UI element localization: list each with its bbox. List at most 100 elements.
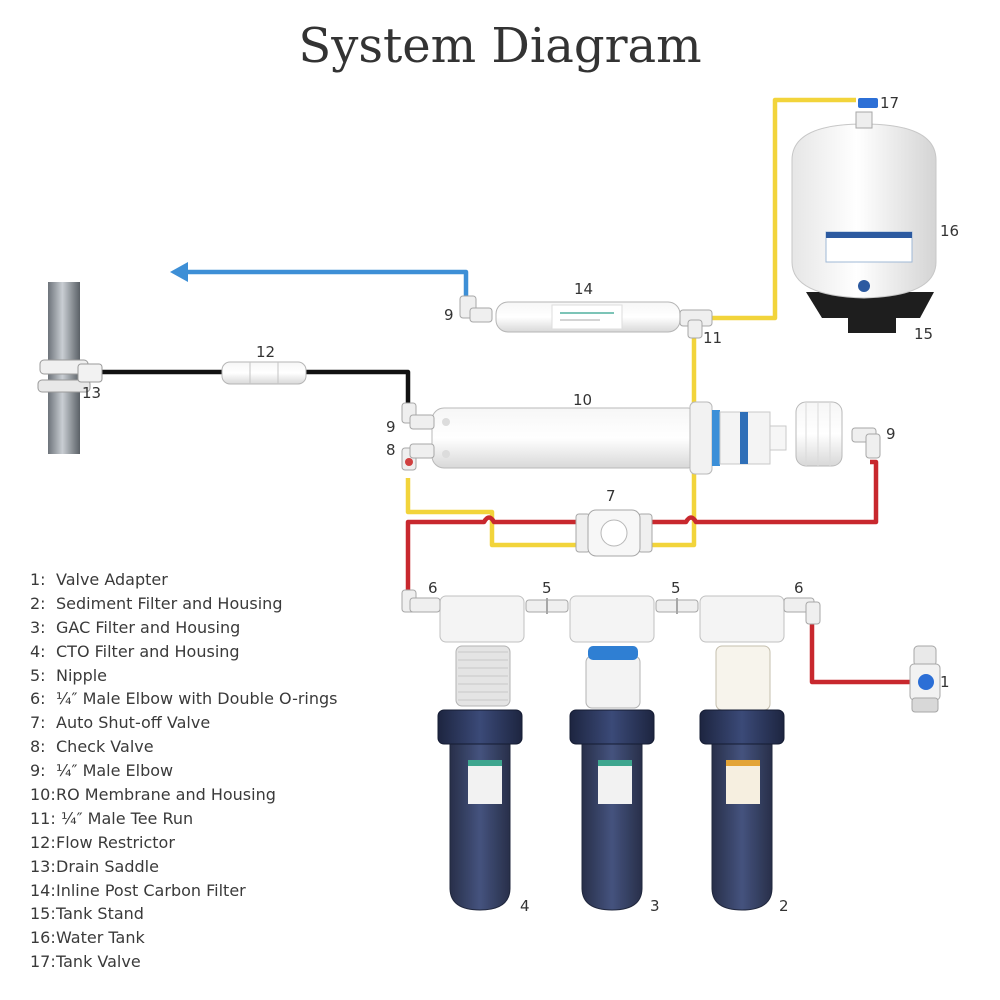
callout-3: 3 — [650, 897, 660, 915]
legend-item: 6: ¼″ Male Elbow with Double O-rings — [30, 687, 338, 711]
legend-number: 8: — [30, 737, 46, 757]
output-arrow-icon — [170, 262, 188, 282]
callout-17: 17 — [880, 94, 899, 112]
ro-membrane-housing — [431, 401, 787, 475]
legend-item: 16:Water Tank — [30, 926, 338, 950]
legend-item: 14:Inline Post Carbon Filter — [30, 879, 338, 903]
auto-shutoff-valve — [575, 509, 653, 557]
legend-text: Inline Post Carbon Filter — [56, 880, 246, 900]
double-oring-elbow — [783, 597, 821, 625]
legend-item: 3:GAC Filter and Housing — [30, 616, 338, 640]
feed-line — [405, 515, 578, 590]
callout-16: 16 — [940, 222, 959, 240]
callout-9: 9 — [386, 418, 396, 436]
legend-text: Water Tank — [56, 928, 145, 948]
nipple — [655, 598, 699, 614]
clean-water-line — [186, 269, 469, 300]
callout-2: 2 — [779, 897, 789, 915]
callout-9: 9 — [886, 425, 896, 443]
legend-number: 2: — [30, 593, 46, 613]
tank-line — [710, 97, 856, 321]
valve-adapter — [909, 645, 941, 713]
saddle-fitting — [77, 363, 103, 383]
legend-text: Valve Adapter — [56, 570, 168, 589]
legend-item: 4: CTO Filter and Housing — [30, 640, 338, 664]
legend-item: 10:RO Membrane and Housing — [30, 783, 338, 807]
housing-heads — [439, 595, 785, 643]
legend-number: 7: — [30, 713, 46, 733]
legend-number: 1: — [30, 570, 46, 589]
membrane-housing-cap — [795, 401, 843, 467]
cto-filter — [455, 645, 511, 707]
diagram-title: System Diagram — [298, 18, 702, 74]
tank-valve — [858, 98, 878, 108]
legend-number: 9: — [30, 761, 46, 781]
legend-text: Tank Valve — [56, 952, 141, 972]
legend-item: 5: Nipple — [30, 664, 338, 688]
callout-9: 9 — [444, 306, 454, 324]
component-legend: 1: Valve Adapter 2: Sediment Filter and Hou… — [30, 568, 338, 974]
legend-text: ¼″ Male Tee Run — [56, 808, 194, 828]
callout-15: 15 — [914, 325, 933, 343]
inline-post-carbon-filter — [495, 301, 681, 333]
legend-text: Drain Saddle — [56, 856, 159, 876]
nipple — [525, 598, 569, 614]
legend-item: 15:Tank Stand — [30, 902, 338, 926]
double-oring-elbow — [401, 589, 441, 613]
callout-1: 1 — [940, 673, 950, 691]
gac-filter — [585, 646, 641, 709]
callout-13: 13 — [82, 384, 101, 402]
legend-number: 13: — [30, 856, 56, 876]
legend-number: 17: — [30, 952, 56, 972]
callout-11: 11 — [703, 329, 722, 347]
callout-6: 6 — [794, 579, 804, 597]
legend-text: Tank Stand — [56, 904, 144, 924]
flow-restrictor — [221, 361, 307, 385]
water-tank — [791, 98, 937, 333]
callout-8: 8 — [386, 441, 396, 459]
feed-line — [650, 459, 879, 525]
legend-text: RO Membrane and Housing — [56, 785, 276, 805]
callout-4: 4 — [520, 897, 530, 915]
sediment-filter — [715, 645, 771, 711]
legend-number: 3: — [30, 617, 46, 637]
legend-item: 12:Flow Restrictor — [30, 831, 338, 855]
legend-item: 8: Check Valve — [30, 735, 338, 759]
drain-saddle — [37, 282, 103, 454]
legend-text: ¼″ Male Elbow — [56, 761, 174, 781]
legend-item: 7: Auto Shut-off Valve — [30, 711, 338, 735]
feed-line — [809, 620, 912, 685]
legend-number: 4: — [30, 641, 46, 661]
drain-line — [306, 369, 411, 405]
housing-sediment — [699, 709, 785, 911]
legend-text: Flow Restrictor — [56, 832, 175, 852]
legend-item: 1: Valve Adapter — [30, 568, 338, 592]
legend-item: 9: ¼″ Male Elbow — [30, 759, 338, 783]
callout-6: 6 — [428, 579, 438, 597]
callout-12: 12 — [256, 343, 275, 361]
legend-number: 11: — [30, 808, 56, 828]
legend-text: Nipple — [56, 665, 108, 685]
callout-5: 5 — [542, 579, 552, 597]
legend-number: 15: — [30, 904, 56, 924]
legend-text: Auto Shut-off Valve — [56, 713, 211, 733]
callouts: 1 2 3 4 5 5 6 6 7 8 9 9 9 10 11 12 13 14… — [82, 94, 959, 915]
legend-number: 6: — [30, 689, 46, 709]
legend-item: 17:Tank Valve — [30, 950, 338, 974]
tubing — [100, 97, 912, 685]
legend-text: CTO Filter and Housing — [56, 641, 240, 661]
legend-text: Check Valve — [56, 737, 154, 757]
legend-item: 11: ¼″ Male Tee Run — [30, 807, 338, 831]
legend-number: 10: — [30, 785, 56, 805]
male-elbow — [401, 402, 435, 430]
legend-text: Sediment Filter and Housing — [56, 593, 283, 613]
callout-7: 7 — [606, 487, 616, 505]
housing-cto — [437, 709, 523, 911]
tank-stand — [848, 305, 896, 333]
legend-number: 14: — [30, 880, 56, 900]
legend-text: ¼″ Male Elbow with Double O-rings — [56, 689, 338, 709]
male-elbow — [851, 427, 881, 459]
legend-number: 5: — [30, 665, 46, 685]
legend-number: 12: — [30, 832, 56, 852]
